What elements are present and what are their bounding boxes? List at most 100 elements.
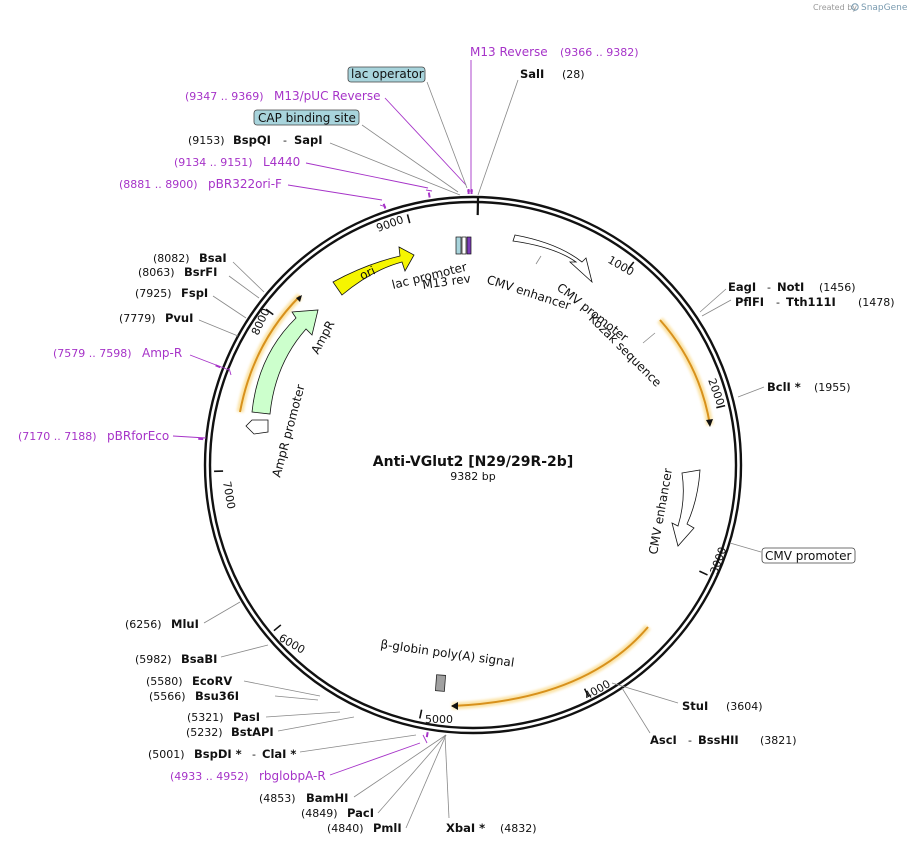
primer-pbrforeco-pos: (7170 .. 7188) [18, 430, 97, 443]
site-separator: - [776, 296, 780, 309]
cap-binding-site-box[interactable]: CAP binding site [253, 109, 360, 126]
cap-binding-site-feature[interactable] [455, 236, 462, 255]
site-marks [198, 188, 480, 738]
primer-m13-reverse-name[interactable]: M13 Reverse [470, 45, 548, 59]
site-bsabi[interactable]: (5982) BsaBI [135, 652, 217, 666]
site-pmli[interactable]: (4840) PmlI [327, 821, 402, 835]
site-paci[interactable]: (4849) PacI [301, 806, 374, 820]
tick-mark-3000 [699, 570, 708, 576]
backbone-inner-ring [208, 200, 738, 730]
lac-promoter-feature[interactable] [461, 236, 467, 255]
site-separator: - [767, 281, 771, 294]
site-name: BspQI [233, 133, 271, 147]
site-pos: (1478) [858, 296, 895, 309]
orf-arc-bottom[interactable] [451, 624, 651, 710]
site-bcli[interactable]: BclI * (1955) [767, 380, 851, 394]
site-pos: (5566) [149, 690, 186, 703]
primer-m13puc-name[interactable]: M13/pUC Reverse [274, 89, 381, 103]
ori-label: ori [357, 263, 377, 282]
site-xbai[interactable]: XbaI * (4832) [446, 821, 537, 835]
primer-m13puc-pos: (9347 .. 9369) [185, 90, 264, 103]
tick-mark-8000 [265, 308, 274, 316]
kozak-tick [642, 332, 656, 344]
site-name: PvuI [165, 311, 193, 325]
site-pos: (5232) [186, 726, 223, 739]
primer-pbr322-name[interactable]: pBR322ori-F [208, 177, 282, 191]
ori-arrow[interactable] [332, 246, 415, 296]
site-name: PflFI [735, 295, 764, 309]
site-name: XbaI * [446, 821, 485, 835]
ampr-promoter-label: AmpR promoter [269, 383, 307, 479]
site-name: AscI [650, 733, 677, 747]
site-bspdi[interactable]: (5001) BspDI * - ClaI * [148, 747, 296, 761]
site-pos: (4832) [500, 822, 537, 835]
credit-brand: SnapGene [861, 3, 908, 13]
ampr-promoter-arrow[interactable] [245, 419, 269, 435]
cmv-enhancer-arrow-1[interactable] [512, 234, 593, 284]
cmv-promoter-box[interactable]: CMV promoter [761, 547, 856, 564]
primer-rbglob-name[interactable]: rbglobpA-R [259, 769, 326, 783]
site-pos: (5321) [187, 711, 224, 724]
primer-pbrforeco-name[interactable]: pBRforEco [107, 429, 169, 443]
site-sali[interactable]: SalI (28) [520, 67, 585, 81]
lac-operator-label: lac operator [351, 67, 424, 81]
site-name: NotI [777, 280, 804, 294]
site-leaders [198, 79, 765, 829]
orf-arc-left[interactable] [236, 293, 303, 413]
site-pos: (3604) [726, 700, 763, 713]
site-name: PmlI [373, 821, 402, 835]
cmv-enhancer-arrow-2[interactable] [671, 469, 701, 547]
beta-globin-polya-label: β-globin poly(A) signal [380, 637, 516, 670]
site-name: BssHII [698, 733, 739, 747]
site-pasi[interactable]: (5321) PasI [187, 710, 260, 724]
site-fspi[interactable]: (7925) FspI [135, 286, 208, 300]
tick-mark-9000 [406, 214, 411, 224]
plasmid-name: Anti-VGlut2 [N29/29R-2b] [373, 454, 573, 470]
tick-mark-6000 [273, 624, 282, 632]
site-name: Tth111I [786, 295, 836, 309]
orf-arc-right-top[interactable] [657, 317, 714, 427]
site-name: BsaI [199, 251, 227, 265]
site-bamhi[interactable]: (4853) BamHI [259, 791, 348, 805]
site-pos: (8082) [153, 252, 190, 265]
site-eagi[interactable]: EagI - NotI (1456) [728, 280, 856, 294]
site-name: Bsu36I [195, 689, 239, 703]
site-pvui[interactable]: (7779) PvuI [119, 311, 193, 325]
primer-leaders [172, 60, 473, 776]
tick-label-7000: 7000 [220, 480, 238, 510]
site-pflfi[interactable]: PflFI - Tth111I (1478) [735, 295, 895, 309]
site-pos: (8063) [138, 266, 175, 279]
primer-ampr-name[interactable]: Amp-R [142, 346, 182, 360]
site-pos: (1955) [814, 381, 851, 394]
site-bsrfi[interactable]: (8063) BsrFI [138, 265, 217, 279]
primer-l4440-name[interactable]: L4440 [263, 155, 300, 169]
site-stui[interactable]: StuI (3604) [682, 699, 763, 713]
site-name: SalI [520, 67, 544, 81]
site-bsai[interactable]: (8082) BsaI [153, 251, 227, 265]
site-pos: (5982) [135, 653, 172, 666]
site-name: BstAPI [231, 725, 274, 739]
site-pos: (3821) [760, 734, 797, 747]
tick-label-4000: 4000 [582, 677, 613, 702]
site-bsu36i[interactable]: (5566) Bsu36I [149, 689, 239, 703]
tick-mark-4000 [583, 688, 590, 698]
primer-mark-ampr [215, 364, 221, 369]
m13-rev-feature[interactable] [466, 236, 472, 255]
site-mlui[interactable]: (6256) MluI [125, 617, 199, 631]
site-asci[interactable]: AscI - BssHII (3821) [650, 733, 797, 747]
site-name: BsrFI [184, 265, 217, 279]
site-pos: (4849) [301, 807, 338, 820]
lac-operator-box[interactable]: lac operator [347, 66, 426, 83]
site-bspqi[interactable]: (9153) BspQI - SapI [188, 133, 323, 147]
site-bstapi[interactable]: (5232) BstAPI [186, 725, 274, 739]
plasmid-length: 9382 bp [450, 470, 495, 483]
beta-globin-polya-feature[interactable] [435, 674, 446, 692]
site-ecorv[interactable]: (5580) EcoRV [146, 674, 232, 688]
ampr-arrow[interactable] [251, 309, 319, 415]
backbone-outer-ring [203, 195, 743, 735]
site-pos: (6256) [125, 618, 162, 631]
site-name: EcoRV [192, 674, 232, 688]
kozak-label: Kozak sequence [586, 311, 664, 389]
primer-l4440-pos: (9134 .. 9151) [174, 156, 253, 169]
